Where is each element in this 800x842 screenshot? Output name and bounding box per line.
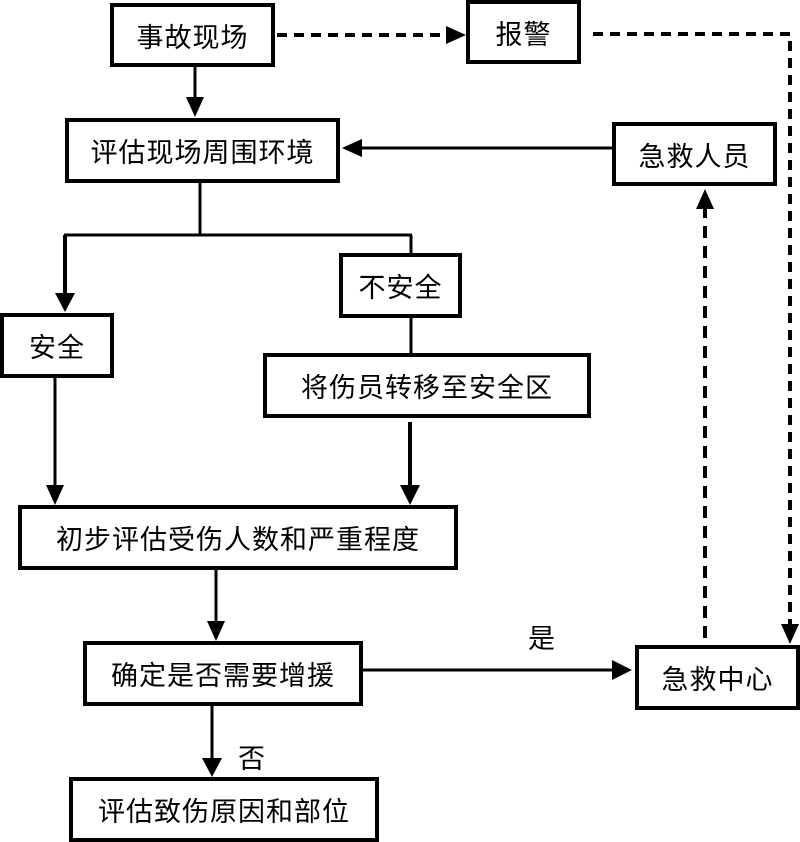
node-label: 初步评估受伤人数和严重程度 [56,525,420,556]
node-label: 评估致伤原因和部位 [98,797,350,828]
node-label: 将伤员转移至安全区 [301,373,553,404]
node-first-responders: 急救人员 [612,122,777,186]
arrowhead-center-responders [696,189,714,209]
node-accident-scene: 事故现场 [110,3,275,67]
node-safe: 安全 [0,313,114,378]
arrowhead-decide-cause [202,758,222,777]
arrowhead-accident-alarm [446,26,466,44]
node-label: 不安全 [358,273,443,304]
arrowhead-accident-assess [186,97,204,117]
node-transfer-to-safe-zone: 将伤员转移至安全区 [263,353,591,418]
node-assess-injury-cause: 评估致伤原因和部位 [69,777,379,842]
arrowhead-alarm-center [781,624,799,644]
edge-alarm-center [593,32,792,625]
arrowhead-decide-center [612,660,632,680]
arrowhead-initial-decide [207,621,225,641]
node-unsafe: 不安全 [339,253,462,318]
node-initial-assessment: 初步评估受伤人数和严重程度 [18,505,458,570]
node-assess-environment: 评估现场周围环境 [65,118,340,183]
node-label: 急救人员 [638,141,751,173]
node-label: 事故现场 [136,22,249,54]
node-label: 安全 [29,333,85,364]
node-emergency-center: 急救中心 [635,645,800,710]
node-label: 评估现场周围环境 [90,138,315,169]
node-alarm: 报警 [466,0,581,64]
node-decide-reinforcement: 确定是否需要增援 [83,641,363,706]
arrowhead-responders-assess [342,139,362,157]
node-label: 急救中心 [661,665,774,696]
arrowhead-transfer-initial [400,485,420,505]
edge-label-no: 否 [238,744,265,775]
node-label: 确定是否需要增援 [111,661,335,692]
edge-label-yes: 是 [528,624,555,655]
arrowhead-safe-initial [46,485,64,505]
arrowhead-branch-safe [55,293,75,312]
node-label: 报警 [495,19,552,51]
